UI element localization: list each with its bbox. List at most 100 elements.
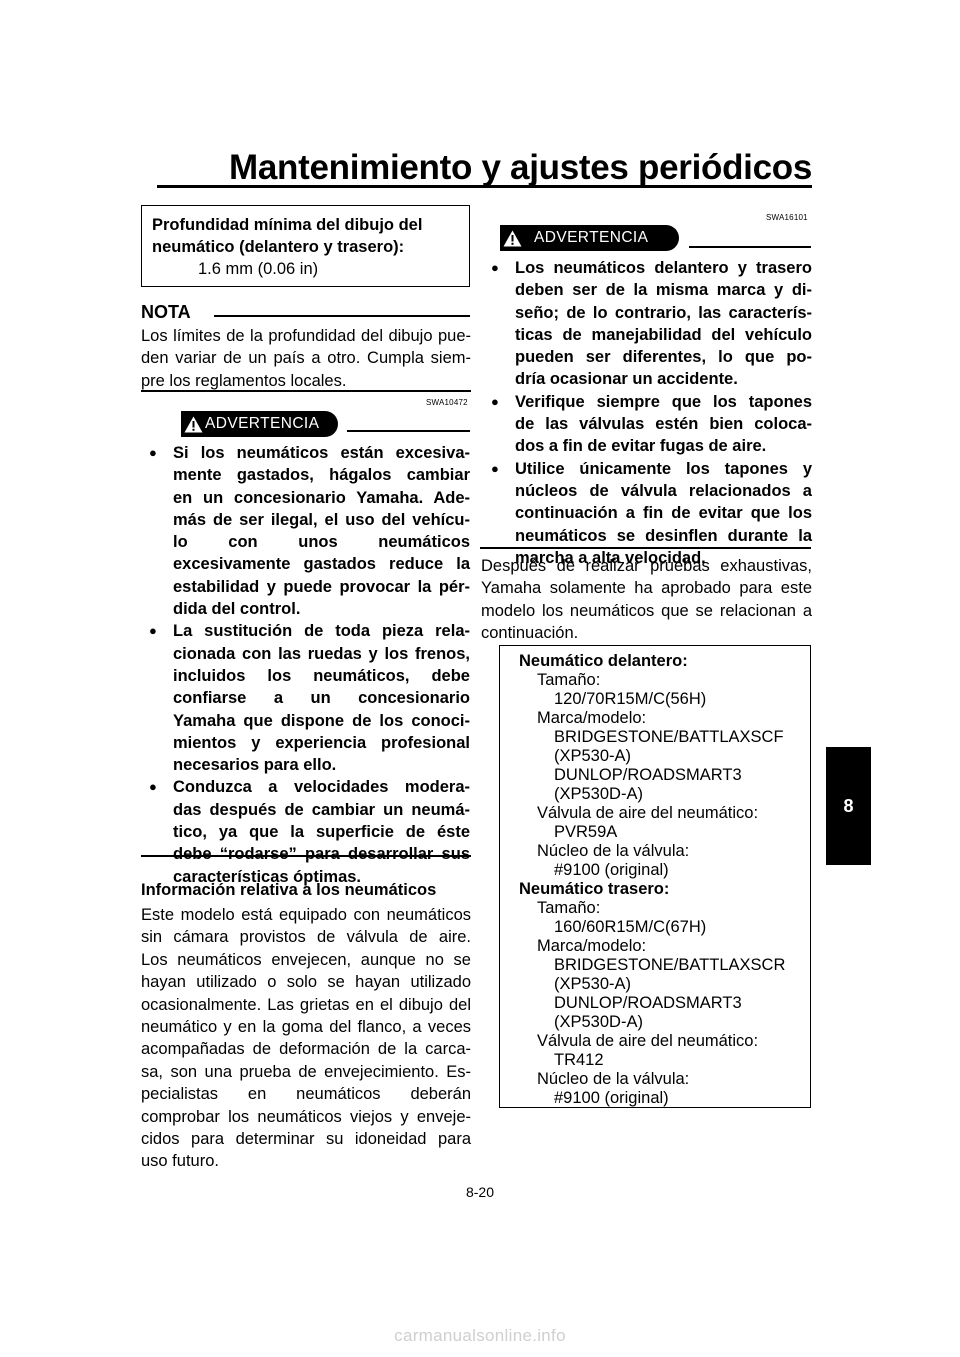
warning-item-line: confiarse a un concesionario — [173, 689, 470, 708]
spec-label-line1: Profundidad mínima del dibujo del — [152, 216, 423, 234]
text-line: neumático y en la goma del flanco, a vec… — [141, 1018, 471, 1037]
text-line: uso futuro. — [141, 1152, 219, 1171]
warning-triangle-icon — [500, 225, 524, 251]
warning-code: SWA10472 — [426, 398, 468, 407]
spec-value: 1.6 mm (0.06 in) — [198, 260, 319, 278]
spec-line: (XP530D-A) — [554, 1013, 643, 1031]
spec-line: BRIDGESTONE/BATTLAXSCF — [554, 728, 784, 746]
warning-list: ● Los neumáticos delantero y trasero deben… — [491, 257, 812, 569]
warning-code: SWA16101 — [766, 213, 808, 222]
nota-body: Los límites de la profundidad del dibujo… — [141, 325, 471, 392]
warning-item-line: seño; de lo contrario, las caracterís- — [515, 303, 812, 322]
bullet-icon: ● — [149, 779, 157, 795]
tire-info-body: Este modelo está equipado con neumáticos… — [141, 904, 471, 1173]
warning-item-line: debe “rodarse” para desarrollar sus — [173, 843, 470, 865]
text-line: Los neumáticos envejecen, aunque no se — [141, 950, 471, 969]
warning-triangle-icon — [181, 411, 205, 437]
spec-line: #9100 (original) — [554, 861, 669, 879]
bullet-icon: ● — [491, 393, 499, 409]
spec-line: 120/70R15M/C(56H) — [554, 690, 707, 708]
nota-bottom-rule — [141, 390, 471, 392]
spec-line: Núcleo de la válvula: — [537, 1070, 690, 1088]
spec-line: Tamaño: — [537, 671, 601, 689]
text-line: acompañadas de deformación de la carca- — [141, 1040, 471, 1059]
spec-line: Válvula de aire del neumático: — [537, 804, 759, 822]
approved-tires-spec-box: Neumático delantero:Tamaño:120/70R15M/C(… — [499, 645, 811, 1108]
warning-item-line: mientos y experiencia profesional — [173, 733, 470, 752]
bullet-icon: ● — [149, 623, 157, 639]
text-line: continuación. — [481, 624, 579, 643]
warning-item: ● La sustitución de toda pieza rela-ciona… — [149, 620, 470, 776]
watermark: carmanualsonline.info — [394, 1326, 566, 1345]
warning-item-line: Utilice únicamente los tapones y — [515, 459, 812, 478]
text-line: den variar de un país a otro. Cumpla sie… — [141, 349, 471, 368]
warning-head-rule — [689, 246, 811, 248]
spec-line: Marca/modelo: — [537, 709, 647, 727]
warning-list: ● Si los neumáticos están excesiva-mente … — [149, 442, 470, 888]
warning-item-line: cionada con las ruedas y los frenos, — [173, 644, 470, 663]
warning-bottom-rule — [141, 855, 471, 857]
warning-item-line: características óptimas. — [173, 867, 362, 886]
warning-item-line: Conduzca a velocidades modera- — [173, 778, 470, 797]
tire-info-heading: Información relativa a los neumáticos — [141, 881, 437, 899]
warning-item-line: mente gastados, hágalos cambiar — [173, 466, 470, 485]
text-line: pre los reglamentos locales. — [141, 371, 347, 390]
text-line: cidos para determinar su idoneidad para — [141, 1130, 471, 1149]
spec-label-line2: neumático (delantero y trasero): — [152, 238, 405, 256]
warning-item-line: tico, ya que la superficie de éste — [173, 823, 470, 842]
warning-item-line: dida del control. — [173, 600, 301, 619]
warning-item-line: Yamaha que dispone de los conoci- — [173, 711, 470, 730]
chapter-tab: 8 — [826, 747, 871, 865]
warning-item-line: continuación a fin de evitar que los — [515, 504, 812, 523]
spec-line: BRIDGESTONE/BATTLAXSCR — [554, 956, 786, 974]
text-line: comprobar los neumáticos viejos y enveje… — [141, 1107, 471, 1126]
warning-item-line: necesarios para ello. — [173, 756, 337, 775]
spec-line: PVR59A — [554, 823, 618, 841]
text-line: ocasionalmente. Las grietas en el dibujo… — [141, 995, 471, 1014]
warning-item-line: neumáticos se desinflen durante la — [515, 526, 812, 545]
spec-line: Válvula de aire del neumático: — [537, 1032, 759, 1050]
warning-bottom-rule — [480, 547, 811, 549]
warning-label: ADVERTENCIA — [500, 225, 679, 251]
warning-item-line: dos a fin de evitar fugas de aire. — [515, 437, 767, 456]
text-line: Este modelo está equipado con neumáticos — [141, 906, 471, 924]
approval-text: Después de realizar pruebas exhaustivas,… — [481, 555, 812, 645]
title-rule — [157, 185, 812, 188]
warning-item-line: La sustitución de toda pieza rela- — [173, 622, 470, 641]
warning-item-line: en un concesionario Yamaha. Ade- — [173, 488, 470, 507]
bullet-icon: ● — [491, 460, 499, 476]
warning-head-rule — [347, 430, 470, 432]
spec-line: (XP530-A) — [554, 747, 632, 765]
warning-item-line: lo con unos neumáticos — [173, 533, 470, 552]
text-line: modelo los neumáticos que se relacionan … — [481, 601, 812, 620]
spec-line: Marca/modelo: — [537, 937, 647, 955]
text-line: sin cámara provistos de válvula de aire. — [141, 928, 471, 947]
spec-line: (XP530D-A) — [554, 785, 643, 803]
warning-label-text: ADVERTENCIA — [534, 229, 649, 246]
warning-item-line: marcha a alta velocidad. — [515, 548, 706, 567]
warning-item: ● Conduzca a velocidades modera-das despu… — [149, 776, 470, 887]
min-tread-spec-box: Profundidad mínima del dibujo del neumát… — [141, 205, 470, 287]
warning-item-line: pueden ser diferentes, lo que po- — [515, 348, 812, 367]
text-line: sa, son una prueba de envejecimiento. Es… — [141, 1062, 471, 1081]
warning-item-line: más de ser ilegal, el uso del vehícu- — [173, 510, 470, 529]
spec-line: Tamaño: — [537, 899, 601, 917]
warning-item-line: Si los neumáticos están excesiva- — [173, 444, 470, 462]
page-number: 8-20 — [465, 1184, 495, 1200]
spec-line: TR412 — [554, 1051, 604, 1069]
warning-item-line: das después de cambiar un neumá- — [173, 800, 470, 819]
warning-item-line: deben ser de la misma marca y di- — [515, 281, 812, 300]
warning-item: ● Si los neumáticos están excesiva-mente … — [149, 442, 470, 620]
warning-item-line: excesivamente gastados reduce la — [173, 555, 470, 574]
spec-line: Núcleo de la válvula: — [537, 842, 690, 860]
nota-heading: NOTA — [141, 302, 191, 322]
bullet-icon: ● — [149, 445, 157, 460]
spec-line: (XP530-A) — [554, 975, 632, 993]
warning-item-line: dría ocasionar un accidente. — [515, 370, 738, 389]
warning-item-line: Verifique siempre que los tapones — [515, 392, 812, 411]
warning-item-line: Los neumáticos delantero y trasero — [515, 259, 812, 277]
warning-label: ADVERTENCIA — [181, 411, 338, 437]
